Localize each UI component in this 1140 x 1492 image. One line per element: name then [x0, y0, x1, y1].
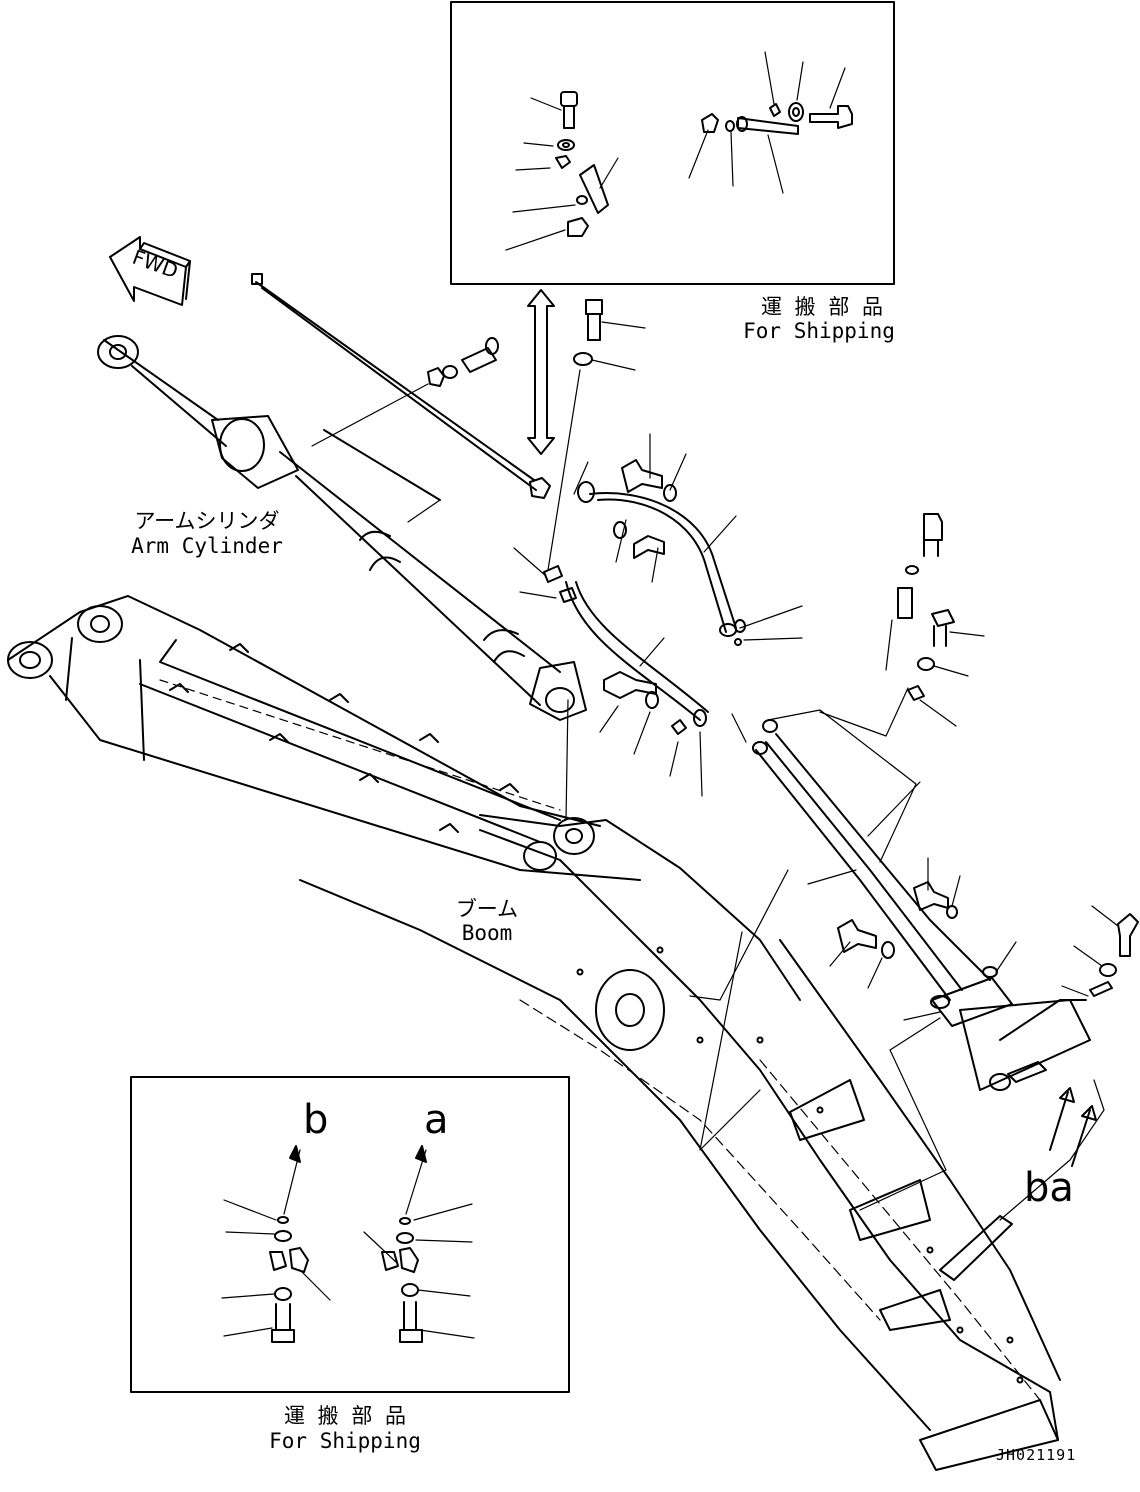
bottom-inset-a-label: a — [424, 1097, 449, 1143]
connection-arrows — [1049, 1087, 1097, 1167]
arm-cylinder — [97, 273, 587, 721]
top-inset-en-label: For Shipping — [743, 319, 895, 343]
boom-en-label: Boom — [461, 921, 513, 945]
hoses — [565, 492, 1091, 1091]
fitting-icon — [579, 164, 609, 214]
fwd-arrow-icon — [109, 236, 191, 306]
bottom-inset-jp-label: 運 搬 部 品 — [284, 1404, 406, 1428]
flange-icon — [567, 217, 589, 237]
clip-icon — [555, 155, 571, 169]
bottom-inset-b-label: b — [303, 1097, 329, 1143]
connection-label: ba — [1024, 1165, 1074, 1211]
boom — [299, 814, 1061, 1471]
leader-lines — [513, 321, 1119, 1221]
bolt-icon — [560, 91, 578, 129]
washer-icon — [557, 139, 575, 151]
bottom-inset-frame — [130, 1076, 570, 1393]
drawing-code: JH021191 — [996, 1446, 1077, 1464]
arm-cylinder-en-label: Arm Cylinder — [131, 534, 283, 558]
top-inset-frame — [450, 1, 895, 285]
top-inset — [450, 1, 895, 285]
hose-fittings — [543, 299, 1139, 997]
bottom-inset-en-label: For Shipping — [269, 1429, 421, 1453]
boom-jp-label: ブーム — [455, 897, 519, 921]
arm — [7, 595, 641, 881]
double-arrow-icon — [527, 289, 555, 455]
oring-icon — [576, 195, 588, 205]
top-inset-jp-label: 運 搬 部 品 — [761, 295, 883, 319]
bottom-inset — [130, 1076, 570, 1393]
arm-cylinder-jp-label: アームシリンダ — [134, 509, 280, 533]
